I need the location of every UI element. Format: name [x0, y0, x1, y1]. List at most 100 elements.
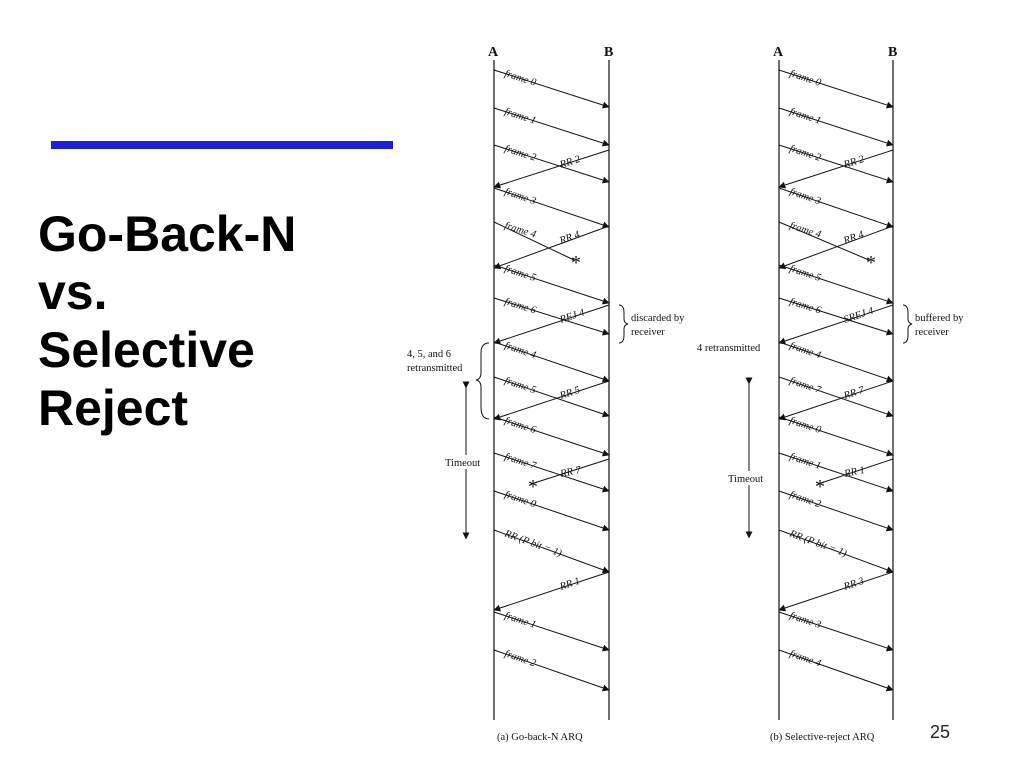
right-note-line-1: discarded by	[631, 313, 685, 324]
message-arrow	[778, 297, 894, 336]
message-arrow	[778, 264, 894, 305]
message-arrow	[778, 187, 894, 229]
message-arrow	[778, 611, 894, 652]
timeout-label: Timeout	[728, 474, 763, 485]
message-label: RR 1	[842, 465, 866, 480]
message-label: frame 2	[788, 143, 823, 164]
message-label: frame 5	[503, 263, 537, 284]
message-label: frame 4	[788, 648, 823, 669]
message-label: RR 7	[558, 465, 582, 480]
timeout-label-bg	[442, 455, 492, 469]
message-label: frame 6	[788, 296, 823, 316]
message-label: frame 2	[503, 648, 538, 669]
message-label: frame 0	[788, 415, 823, 436]
message-arrow	[493, 225, 610, 270]
right-brace	[618, 304, 629, 344]
message-arrow	[493, 490, 610, 532]
message-label: RR 3	[842, 576, 866, 593]
message-label: RR (P bit = 1)	[787, 528, 848, 560]
right-note-line-2: receiver	[915, 327, 949, 338]
message-arrow	[778, 571, 894, 612]
message-label: frame 0	[788, 68, 823, 89]
message-label: frame 0	[503, 68, 538, 89]
message-arrow	[493, 264, 610, 305]
message-label: REJ 4	[558, 307, 587, 326]
message-arrow	[778, 380, 894, 421]
message-arrow	[493, 341, 610, 383]
message-label: frame 1	[788, 451, 822, 472]
message-arrow	[493, 649, 610, 692]
timeout-label: Timeout	[445, 458, 480, 469]
message-label: frame 5	[788, 263, 822, 284]
message-label: frame 3	[788, 186, 822, 207]
message-label: frame 4	[503, 340, 538, 361]
lost-frame-mark: *	[571, 252, 581, 274]
diagram-caption: (b) Selective-reject ARQ	[770, 732, 875, 743]
message-arrow	[493, 571, 610, 612]
message-arrow	[493, 376, 610, 418]
message-label: RR 2	[842, 154, 867, 171]
title-line-1: Go-Back-N	[38, 206, 297, 262]
message-arrow	[778, 416, 894, 457]
accent-bar	[51, 141, 393, 149]
right-note-line-1: buffered by	[915, 313, 964, 324]
title-line-4: Reject	[38, 380, 189, 436]
message-label: frame 4	[788, 220, 823, 240]
message-arrow	[778, 221, 870, 261]
lost-frame-mark: *	[815, 476, 825, 498]
message-label: frame 6	[503, 415, 538, 436]
node-a-label: A	[773, 45, 784, 60]
left-note-line-2: retransmitted	[407, 363, 463, 374]
message-arrow	[530, 458, 610, 485]
message-arrow	[778, 341, 894, 383]
message-arrow	[778, 649, 894, 692]
message-arrow	[493, 304, 610, 345]
message-arrow	[778, 376, 894, 418]
message-label: frame 3	[503, 186, 537, 207]
message-label: frame 2	[503, 143, 538, 164]
message-arrow	[493, 144, 610, 184]
timeout-label-bg	[725, 471, 775, 485]
left-brace	[475, 342, 490, 420]
message-arrow	[493, 187, 610, 229]
message-label: frame 1	[503, 106, 537, 126]
message-arrow	[493, 149, 610, 189]
node-b-label: B	[604, 45, 613, 60]
message-arrow	[493, 529, 610, 574]
message-arrow	[778, 304, 894, 345]
message-label: frame 4	[503, 220, 538, 240]
message-arrow	[493, 611, 610, 652]
message-label: RR 4	[557, 229, 582, 247]
message-label: RR 5	[558, 385, 582, 402]
message-arrow	[493, 380, 610, 421]
message-label: frame 7	[503, 451, 538, 472]
message-label: RR 4	[841, 229, 866, 247]
right-brace	[902, 304, 913, 344]
left-note-line-1: 4 retransmitted	[697, 343, 761, 354]
message-arrow	[493, 452, 610, 493]
title-line-2: vs.	[38, 264, 108, 320]
message-label: RR 7	[842, 385, 867, 403]
message-arrow	[778, 490, 894, 532]
message-arrow	[778, 452, 894, 493]
message-label: RR (P bit = 1)	[502, 528, 564, 559]
node-b-label: B	[888, 45, 897, 60]
page-number: 25	[930, 722, 951, 742]
message-arrow	[493, 297, 610, 336]
message-label: frame 7	[788, 375, 823, 396]
message-label: frame 1	[788, 106, 822, 126]
message-label: frame 1	[503, 610, 537, 631]
message-arrow	[778, 144, 894, 184]
node-a-label: A	[488, 45, 499, 60]
right-note-line-2: receiver	[631, 327, 665, 338]
lost-frame-mark: *	[866, 252, 876, 274]
title-line-3: Selective	[38, 322, 255, 378]
message-arrow	[778, 107, 894, 147]
lost-frame-mark: *	[528, 476, 538, 498]
message-arrow	[778, 69, 894, 109]
message-arrow	[493, 107, 610, 147]
message-label: RR 1	[558, 576, 582, 593]
message-arrow	[493, 69, 610, 109]
diagram-caption: (a) Go-back-N ARQ	[497, 732, 583, 743]
